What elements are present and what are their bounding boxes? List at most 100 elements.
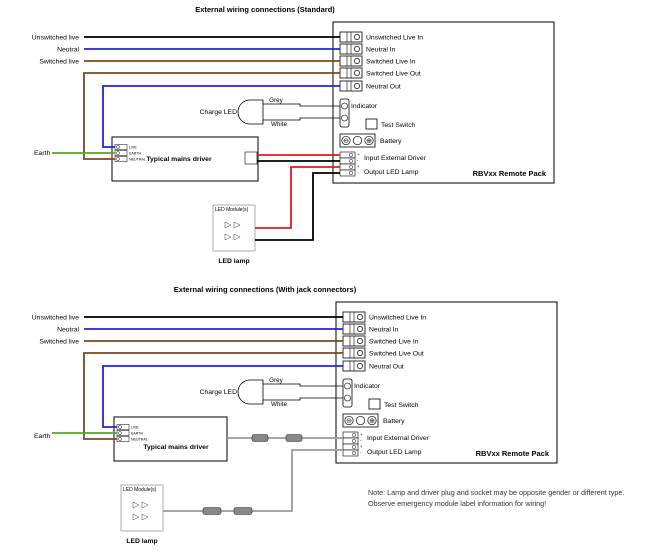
charge-led-label: Charge LED	[200, 109, 237, 116]
led-lamp-label: LED lamp	[218, 258, 249, 265]
test-switch-icon	[365, 118, 378, 130]
jack-connector-wiring-section: External wiring connections (With jack c…	[32, 285, 558, 545]
output-input-driver-label: Input External Driver	[367, 435, 430, 442]
led-diode-icon	[132, 513, 140, 521]
terminal-label-2: Switched Live In	[366, 59, 416, 66]
led-diode-icon	[233, 233, 241, 241]
indicator-label: Indicator	[351, 103, 378, 110]
test-switch-label: Test Switch	[384, 402, 419, 409]
battery-terminal	[364, 135, 374, 146]
note-line-1: Note: Lamp and driver plug and socket ma…	[368, 488, 625, 497]
jack-socket	[233, 507, 253, 515]
pack-name: RBVxx Remote Pack	[476, 449, 550, 458]
output-input-driver-label: Input External Driver	[364, 155, 427, 162]
battery-negative-symbol: ⊖	[346, 418, 352, 425]
terminal-label-3: Switched Live Out	[369, 351, 424, 358]
terminal-label-4: Neutral Out	[366, 84, 401, 91]
led-diode-icon	[141, 501, 149, 509]
led-diode-icon	[141, 513, 149, 521]
led-wire-grey-label: Grey	[269, 377, 283, 384]
switched-live-out-wire	[83, 72, 340, 160]
feed-label-0: Unswitched live	[32, 35, 79, 42]
feed-label-1: Neutral	[57, 47, 79, 54]
terminal-screw	[357, 363, 363, 369]
battery-terminal	[344, 415, 354, 426]
output-terminal-screw	[349, 171, 353, 175]
neutral-out-wire	[102, 85, 340, 148]
feed-label-1: Neutral	[57, 327, 79, 334]
earth-label: Earth	[34, 433, 50, 440]
output-polarity: +	[360, 444, 363, 449]
terminal-label-4: Neutral Out	[369, 364, 404, 371]
test-switch-icon	[368, 398, 381, 410]
led-diode-icon	[132, 501, 140, 509]
terminal-screw	[357, 350, 363, 356]
output-terminal-screw	[352, 433, 356, 437]
section-title: External wiring connections (With jack c…	[174, 285, 357, 294]
output-polarity: -	[360, 438, 362, 443]
switched-live-out-wire	[83, 352, 343, 440]
driver-label: Typical mains driver	[143, 444, 209, 451]
led-lamp-label: LED lamp	[126, 538, 157, 545]
battery-terminal	[355, 415, 366, 426]
output-terminal-screw	[349, 165, 353, 169]
wiring-note: Note: Lamp and driver plug and socket ma…	[368, 487, 656, 509]
jack-plug	[251, 434, 269, 442]
output-terminal-screw	[349, 153, 353, 157]
led-module-label: LED Module(s)	[215, 207, 249, 213]
led-wire-grey-label: Grey	[269, 97, 283, 104]
driver-pin-label-1: EARTH	[129, 152, 142, 156]
driver-pin-label-0: LIVE	[131, 426, 139, 430]
led-diode-icon	[233, 221, 241, 229]
terminal-screw	[354, 34, 360, 40]
charge-led-label: Charge LED	[200, 389, 237, 396]
output-polarity: -	[360, 450, 362, 455]
lamp-jack-lead	[163, 449, 343, 512]
output-polarity: +	[357, 164, 360, 169]
standard-wiring-section: External wiring connections (Standard) RB…	[32, 5, 555, 265]
led-wire-white-label: White	[271, 401, 288, 408]
led-grey-wire	[263, 103, 342, 107]
battery-positive-symbol: ⊕	[369, 418, 375, 425]
battery-terminal	[367, 415, 377, 426]
pack-name: RBVxx Remote Pack	[473, 169, 547, 178]
terminal-screw	[357, 326, 363, 332]
neutral-out-wire	[102, 365, 343, 428]
feed-label-2: Switched live	[39, 59, 79, 66]
battery-label: Battery	[380, 138, 402, 145]
section-title: External wiring connections (Standard)	[195, 5, 335, 14]
led-diode-icon	[224, 221, 232, 229]
driver-label: Typical mains driver	[146, 156, 212, 163]
earth-label: Earth	[34, 150, 50, 157]
indicator-led	[341, 114, 348, 122]
output-terminal-screw	[352, 439, 356, 443]
lamp-negative-wire	[255, 172, 340, 241]
jack-plug	[202, 507, 222, 515]
output-polarity: -	[357, 170, 359, 175]
output-led-lamp-label: Output LED Lamp	[367, 449, 422, 456]
test-switch-label: Test Switch	[381, 122, 416, 129]
indicator-led	[344, 394, 351, 402]
terminal-label-1: Neutral In	[369, 327, 399, 334]
output-terminal-screw	[352, 451, 356, 455]
output-terminal	[342, 449, 359, 457]
feed-label-0: Unswitched live	[32, 315, 79, 322]
terminal-screw	[354, 70, 360, 76]
indicator-led	[344, 382, 351, 390]
led-grey-wire	[263, 383, 345, 387]
driver-pin-screw	[118, 431, 122, 435]
feed-label-2: Switched live	[39, 339, 79, 346]
driver-pin-screw	[116, 157, 120, 161]
terminal-label-0: Unswitched Live In	[369, 315, 426, 322]
note-line-2: Observe emergency module label informati…	[368, 499, 547, 508]
indicator-label: Indicator	[354, 383, 381, 390]
driver-pin-label-2: NEUTRAL	[129, 158, 146, 162]
terminal-label-3: Switched Live Out	[366, 71, 421, 78]
output-polarity: +	[360, 432, 363, 437]
output-polarity: -	[357, 158, 359, 163]
battery-label: Battery	[383, 418, 405, 425]
led-module-label: LED Module(s)	[123, 487, 157, 493]
jack-socket	[285, 434, 303, 442]
driver-pin-screw	[116, 151, 120, 155]
